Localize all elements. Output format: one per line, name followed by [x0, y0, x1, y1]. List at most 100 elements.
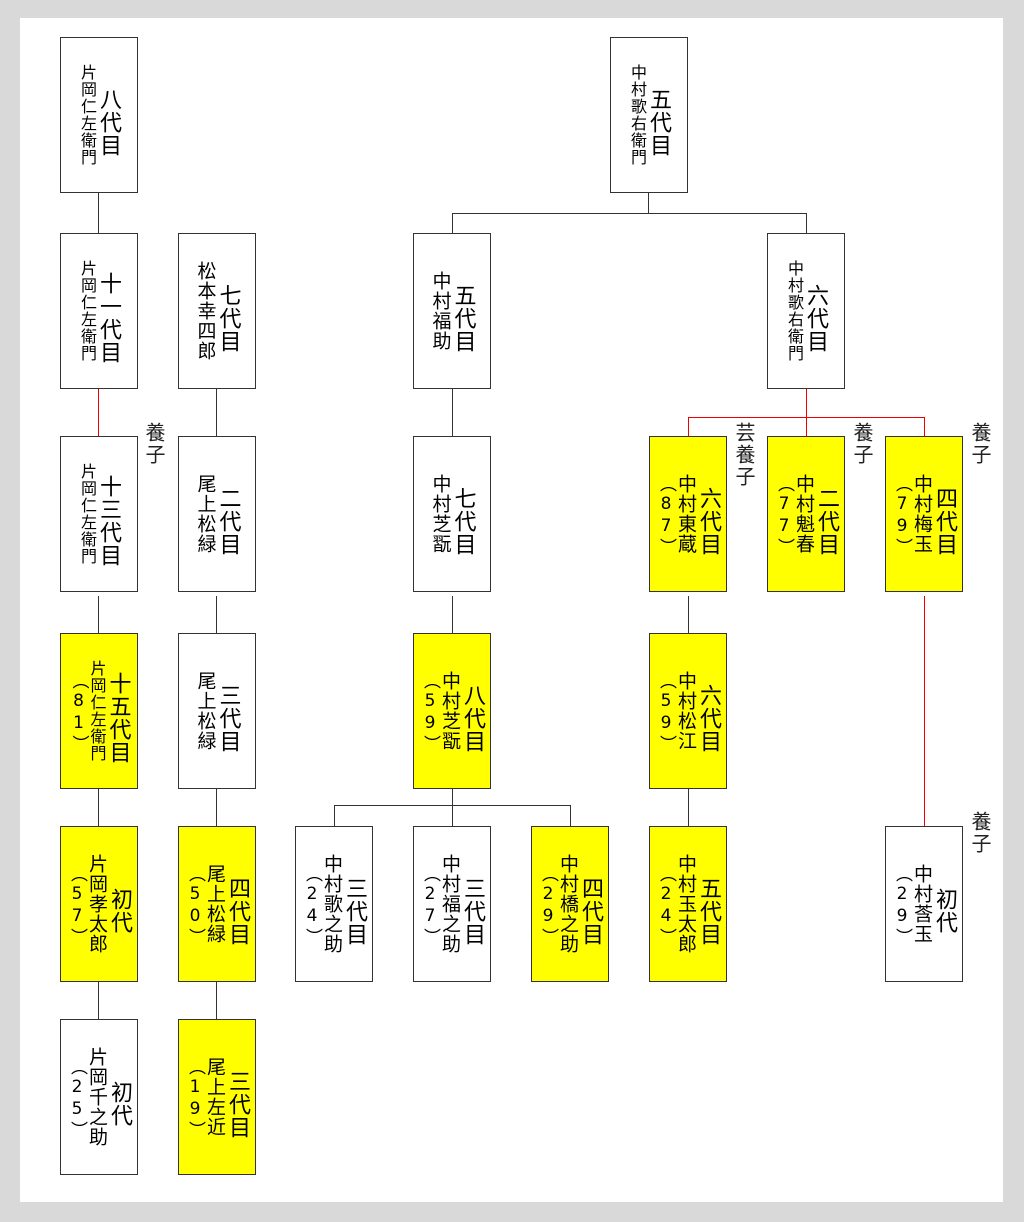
age-label: （19） — [185, 1058, 205, 1140]
age-label: （27） — [420, 865, 440, 947]
stage-name: 中村芝翫 — [439, 671, 461, 751]
stage-name: 片岡仁左衛門 — [78, 463, 97, 565]
stage-name: 片岡千之助 — [86, 1047, 108, 1147]
generation-label: 四代目 — [932, 486, 957, 556]
person-kataoka-nizaemon-11: 十一代目 片岡仁左衛門 — [60, 233, 138, 389]
generation-label: 初代 — [107, 888, 132, 934]
connector-line — [216, 596, 217, 633]
stage-name: 中村橋之助 — [557, 854, 579, 954]
stage-name: 片岡仁左衛門 — [78, 260, 97, 362]
age-label: （79） — [892, 475, 912, 557]
stage-name: 片岡孝太郎 — [86, 854, 108, 954]
stage-name: 中村東蔵 — [675, 474, 697, 554]
adoption-note: 養子 — [850, 422, 874, 466]
stage-name: 中村福助 — [429, 271, 452, 351]
age-label: （25） — [67, 1058, 87, 1140]
stage-name: 中村芝翫 — [429, 474, 452, 554]
connector-line — [648, 193, 649, 213]
generation-label: 五代目 — [450, 283, 476, 353]
age-label: （57） — [67, 865, 87, 947]
adoption-note: 養子 — [968, 422, 992, 466]
generation-label: 五代目 — [696, 876, 721, 946]
stage-name: 中村梅玉 — [911, 474, 933, 554]
person-kataoka-sennosuke-1: 初代 片岡千之助 （25） — [60, 1019, 138, 1175]
generation-label: 十一代目 — [96, 272, 121, 364]
person-matsumoto-koshiro-7: 七代目 松本幸四郎 — [178, 233, 256, 389]
person-nakamura-kotaro-1: 初代 中村莟玉 （29） — [885, 826, 963, 982]
family-tree-page: 八代目 片岡仁左衛門 十一代目 片岡仁左衛門 十三代目 片岡仁左衛門 十五代目 … — [20, 18, 1003, 1202]
person-nakamura-tozo-6: 六代目 中村東蔵 （87） — [649, 436, 727, 592]
generation-label: 六代目 — [803, 283, 828, 353]
person-onoe-sakon-3: 三代目 尾上左近 （19） — [178, 1019, 256, 1175]
connector-line — [452, 789, 453, 806]
generation-label: 六代目 — [696, 683, 721, 753]
connector-line — [452, 388, 453, 436]
stage-name: 中村歌之助 — [321, 854, 343, 954]
person-nakamura-baigyoku-4: 四代目 中村梅玉 （79） — [885, 436, 963, 592]
connector-line — [98, 596, 99, 633]
age-label: （81） — [68, 672, 89, 754]
connector-line — [806, 213, 807, 233]
stage-name: 中村松江 — [675, 671, 697, 751]
stage-name: 中村玉太郎 — [675, 854, 697, 954]
person-nakamura-utanosuke-3: 三代目 中村歌之助 （24） — [295, 826, 373, 982]
connector-line — [216, 789, 217, 826]
art-adoption-note: 芸養子 — [732, 422, 756, 488]
person-nakamura-tamataro-5: 五代目 中村玉太郎 （24） — [649, 826, 727, 982]
connector-line — [688, 789, 689, 826]
stage-name: 中村莟玉 — [911, 864, 933, 944]
person-onoe-shoroku-4: 四代目 尾上松緑 （50） — [178, 826, 256, 982]
stage-name: 尾上左近 — [204, 1057, 226, 1137]
age-label: （24） — [656, 865, 676, 947]
person-nakamura-utaemon-6: 六代目 中村歌右衛門 — [767, 233, 845, 389]
generation-label: 四代目 — [225, 876, 250, 946]
connector-line — [216, 982, 217, 1019]
generation-label: 十五代目 — [105, 672, 131, 764]
stage-name: 尾上松緑 — [194, 474, 217, 554]
adoption-connector-line — [924, 596, 925, 826]
generation-label: 三代目 — [215, 683, 241, 753]
adoption-connector-line — [806, 388, 807, 418]
connector-line — [98, 193, 99, 233]
connector-line — [452, 596, 453, 633]
stage-name: 尾上松緑 — [204, 864, 226, 944]
stage-name: 中村魁春 — [793, 474, 815, 554]
generation-label: 三代目 — [342, 876, 367, 946]
person-nakamura-fukunosuke-3: 三代目 中村福之助 （27） — [413, 826, 491, 982]
adoption-connector-line — [688, 417, 689, 436]
person-nakamura-hashinosuke-4: 四代目 中村橋之助 （29） — [531, 826, 609, 982]
age-label: （87） — [656, 475, 676, 557]
age-label: （77） — [774, 475, 794, 557]
age-label: （50） — [185, 865, 205, 947]
generation-label: 五代目 — [646, 87, 671, 157]
stage-name: 中村福之助 — [439, 854, 461, 954]
person-nakamura-fukusuke-5: 五代目 中村福助 — [413, 233, 491, 389]
person-kataoka-nizaemon-13: 十三代目 片岡仁左衛門 — [60, 436, 138, 592]
adoption-connector-line — [924, 417, 925, 436]
person-kataoka-takataro-1: 初代 片岡孝太郎 （57） — [60, 826, 138, 982]
generation-label: 四代目 — [578, 876, 603, 946]
person-kataoka-nizaemon-15: 十五代目 片岡仁左衛門 （81） — [60, 633, 138, 789]
connector-line — [452, 213, 453, 233]
stage-name: 中村歌右衛門 — [628, 64, 647, 166]
generation-label: 八代目 — [460, 683, 485, 753]
stage-name: 松本幸四郎 — [194, 261, 217, 361]
person-onoe-shoroku-3: 三代目 尾上松緑 — [178, 633, 256, 789]
age-label: （59） — [420, 672, 440, 754]
person-kataoka-nizaemon-8: 八代目 片岡仁左衛門 — [60, 37, 138, 193]
generation-label: 七代目 — [450, 486, 476, 556]
connector-line — [452, 805, 453, 826]
stage-name: 中村歌右衛門 — [785, 260, 804, 362]
connector-line — [334, 805, 335, 826]
stage-name: 片岡仁左衛門 — [87, 660, 107, 762]
connector-line — [216, 388, 217, 436]
generation-label: 十三代目 — [96, 475, 121, 567]
age-label: （59） — [656, 672, 676, 754]
generation-label: 八代目 — [96, 87, 121, 157]
age-label: （24） — [302, 865, 322, 947]
age-label: （29） — [892, 865, 912, 947]
person-nakamura-kaishun-2: 二代目 中村魁春 （77） — [767, 436, 845, 592]
generation-label: 三代目 — [460, 876, 485, 946]
stage-name: 尾上松緑 — [194, 671, 217, 751]
person-onoe-shoroku-2: 二代目 尾上松緑 — [178, 436, 256, 592]
